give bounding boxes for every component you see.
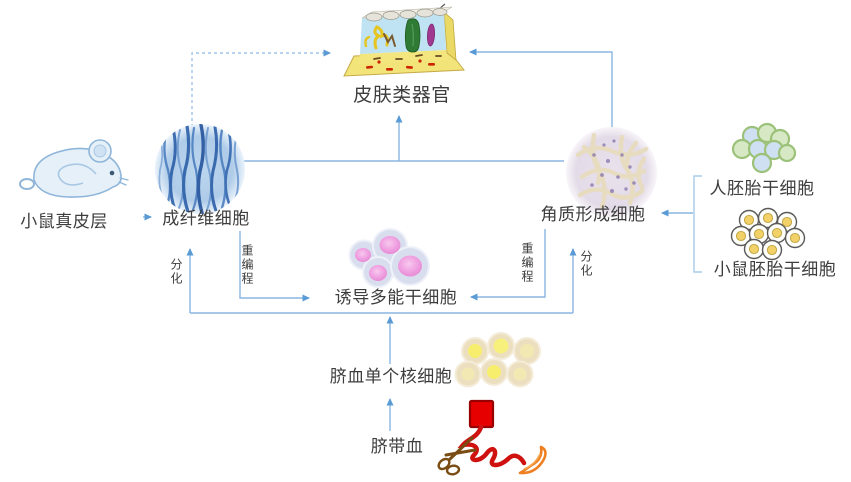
keratinocyte-image [566, 127, 657, 218]
mouse-image [19, 139, 129, 198]
connector-fibroblast-to-organoid [191, 49, 331, 127]
mouse-eye-icon [109, 170, 115, 176]
connector-keratinocyte-to-ipsc-reprogramming [470, 229, 546, 301]
cord-clamp-icon [468, 399, 495, 429]
fibroblast-image [155, 124, 245, 214]
mouse-tail-icon [19, 178, 35, 190]
connector-fibroblast-to-ipsc-reprogramming [239, 231, 310, 302]
cord-blood-mononuclear-label: 脐血单个核细胞 [329, 367, 453, 386]
ipsc-image [348, 228, 430, 288]
human-esc-label: 人胚胎干细胞 [709, 179, 815, 198]
umbilical-cord-icon [457, 424, 527, 468]
differentiation-label-right: 分化 [579, 250, 593, 278]
differentiation-label-left: 分化 [169, 258, 183, 286]
reprogramming-label-right: 重编程 [520, 242, 534, 284]
skin-organoid-image [343, 3, 465, 77]
skin-organoid-label: 皮肤类器官 [353, 85, 451, 106]
ipsc-label: 诱导多能干细胞 [334, 288, 458, 307]
mouse-esc-image [730, 207, 806, 261]
esc-group-bracket [693, 175, 702, 273]
keratinocyte-label: 角质形成细胞 [540, 205, 646, 224]
cord-blood-label: 脐带血 [370, 437, 424, 456]
scissors-icon [437, 436, 477, 476]
mouse-esc-label: 小鼠胚胎干细胞 [713, 260, 837, 279]
mouse-dermis-label: 小鼠真皮层 [20, 212, 108, 231]
reprogramming-label-left: 重编程 [240, 244, 254, 286]
human-esc-image [731, 122, 797, 174]
cord-blood-image [437, 399, 547, 476]
cord-blood-cells-image [454, 332, 541, 388]
connector-keratinocyte-to-organoid [469, 48, 613, 127]
fibroblast-label: 成纤维细胞 [162, 209, 250, 228]
placenta-icon [518, 445, 547, 475]
